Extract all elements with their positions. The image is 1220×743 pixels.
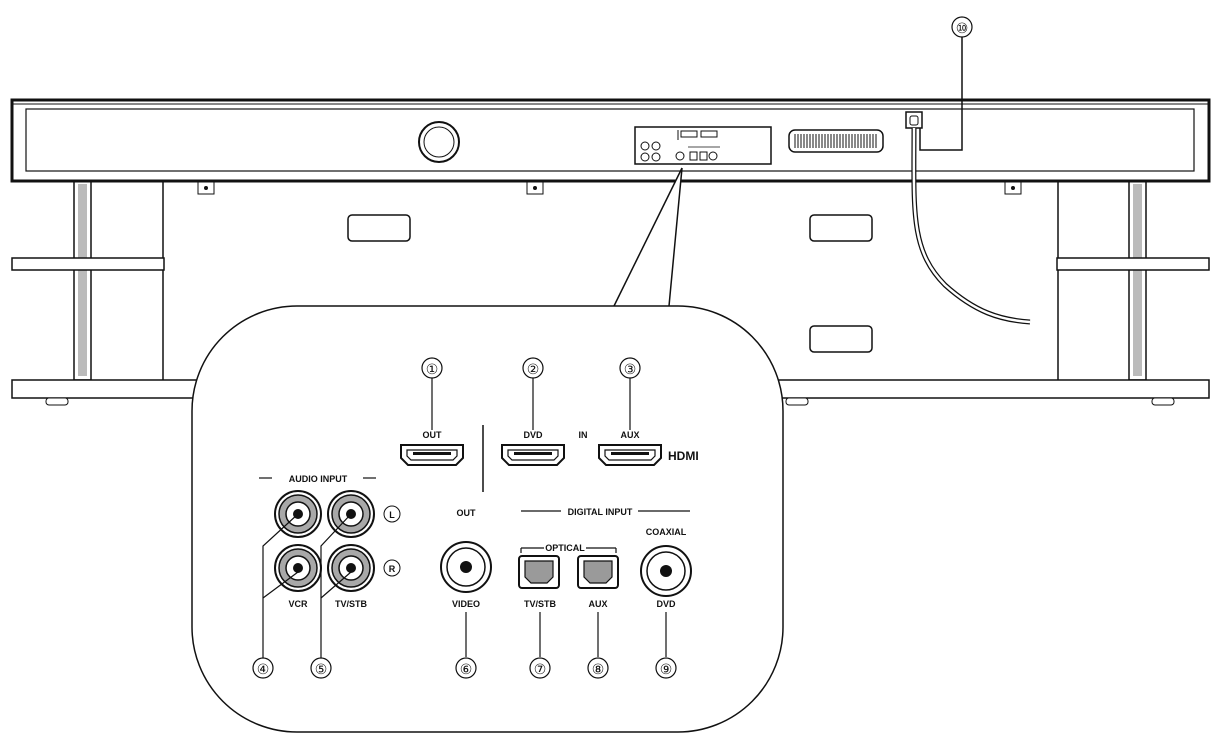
optical-label: OPTICAL <box>545 543 585 553</box>
zoom-leader-left <box>613 167 683 307</box>
hdmi-out-label: OUT <box>423 430 443 440</box>
callout-1-group: ① <box>421 357 443 379</box>
callout-5-group: ⑤ <box>310 657 332 679</box>
hdmi-out-port[interactable] <box>400 444 464 466</box>
callout-1: ① <box>426 362 439 378</box>
callout-7: ⑦ <box>534 662 547 678</box>
video-out-label: OUT <box>457 508 477 518</box>
callout-8: ⑧ <box>592 662 605 678</box>
vcr-label: VCR <box>288 599 308 609</box>
ch-r-marker: R <box>383 559 401 577</box>
speaker-bar <box>10 98 1211 183</box>
video-out-jack[interactable] <box>440 541 492 593</box>
callout-9-group: ⑨ <box>655 657 677 679</box>
coaxial-label: COAXIAL <box>646 527 687 537</box>
callout-6: ⑥ <box>460 662 473 678</box>
callout-4-group: ④ <box>252 657 274 679</box>
coaxial-dvd-jack[interactable] <box>640 545 692 597</box>
mini-terminal-panel <box>634 126 772 165</box>
left-shelf <box>11 257 165 271</box>
digital-input-label: DIGITAL INPUT <box>568 507 633 517</box>
callout-7-group: ⑦ <box>529 657 551 679</box>
audio-vcr-r-jack[interactable] <box>274 544 322 592</box>
callout-2: ② <box>527 362 540 378</box>
callout-3-group: ③ <box>619 357 641 379</box>
zoom-bubble <box>191 305 784 733</box>
power-cable <box>912 127 1031 324</box>
ch-l-marker: L <box>383 505 401 523</box>
hdmi-aux-port[interactable] <box>598 444 662 466</box>
ch-r-label: R <box>389 564 396 574</box>
right-shelf <box>1056 257 1210 271</box>
hdmi-dvd-port[interactable] <box>501 444 565 466</box>
video-label: VIDEO <box>452 599 480 609</box>
ch-l-label: L <box>389 510 395 520</box>
callout-10-circle <box>951 16 973 38</box>
hdmi-aux-label: AUX <box>620 430 639 440</box>
aux-optical-label: AUX <box>588 599 607 609</box>
hdmi-in-label: IN <box>579 430 588 440</box>
callout-4: ④ <box>257 662 270 678</box>
tv-stb-audio-label: TV/STB <box>335 599 368 609</box>
callout-2-group: ② <box>522 357 544 379</box>
tv-stb-optical-label: TV/STB <box>524 599 557 609</box>
callout-9: ⑨ <box>660 662 673 678</box>
audio-tv-stb-r-jack[interactable] <box>327 544 375 592</box>
callout-3: ③ <box>624 362 637 378</box>
optical-tv-stb-port[interactable] <box>518 555 560 589</box>
vent-grille <box>788 129 884 153</box>
callout-6-group: ⑥ <box>455 657 477 679</box>
callout-10: ⑩ <box>956 21 969 37</box>
callout-5: ⑤ <box>315 662 328 678</box>
callout-8-group: ⑧ <box>587 657 609 679</box>
dvd-coaxial-label: DVD <box>656 599 676 609</box>
hdmi-dvd-label: DVD <box>523 430 543 440</box>
audio-input-label: AUDIO INPUT <box>289 474 348 484</box>
hdmi-label: HDMI <box>668 449 699 463</box>
optical-aux-port[interactable] <box>577 555 619 589</box>
zoom-leader-right <box>668 167 683 307</box>
